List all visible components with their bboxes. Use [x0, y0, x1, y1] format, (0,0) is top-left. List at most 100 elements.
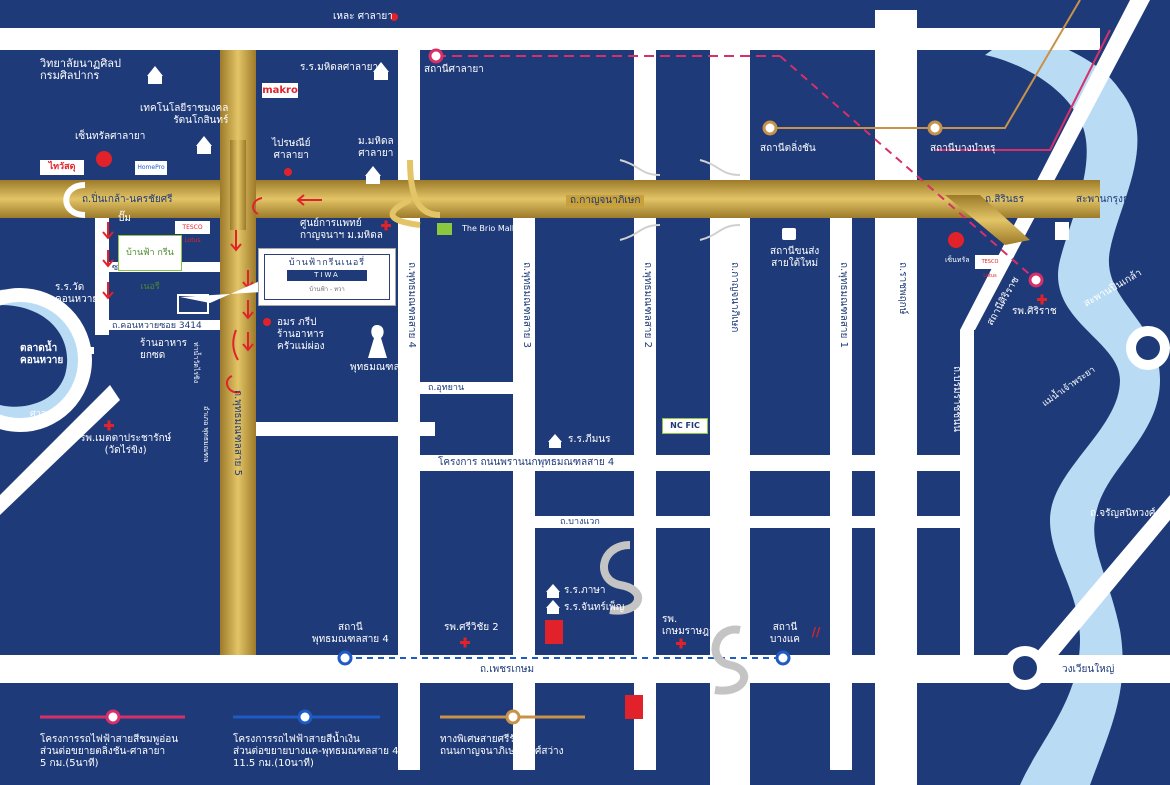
village-green-logo[interactable]: บ้านฟ้า กรีนเนอรี	[118, 235, 182, 292]
direction-arrows	[102, 194, 322, 394]
station-gold-2[interactable]	[927, 120, 943, 136]
road-sala-ya	[0, 28, 1100, 50]
flyover-icon	[600, 541, 749, 695]
road-label-pm5: ถ.พุทธมณฑลสาย 5	[232, 390, 243, 476]
place-label-wat-rai-khing: อำเภอ พุทธมณฑล	[202, 406, 210, 463]
place-label-post: ไปรษณีย์ ศาลายา	[272, 138, 311, 161]
place-label-central-sala-ya: เซ็นทรัลศาลายา	[75, 131, 146, 142]
nc-fic-logo: NC FIC	[662, 418, 708, 434]
road-rama-8	[960, 330, 974, 660]
project-info-box[interactable]: บ้านฟ้ากรีนเนอรี่ TIWA บ้านฟ้า - ทวา	[258, 248, 396, 306]
place-label-khlong-wat: ร.ร.วัด คอนหวาย	[55, 282, 99, 305]
road-phutthamonthon-4	[398, 50, 420, 770]
road-label-wongwian-yai: วงเวียนใหญ่	[1062, 664, 1115, 675]
project-brand: TIWA	[287, 270, 367, 281]
place-label-mahidol-uni: ม.มหิดล ศาลายา	[358, 136, 394, 159]
project-location-marker[interactable]	[177, 294, 209, 314]
legend-pink-text: โครงการรถไฟฟ้าสายสีชมพูอ่อน ส่วนต่อขยายต…	[40, 734, 179, 769]
expressway-borom	[0, 180, 1100, 218]
place-label-ladda: เหละ ศาลายา	[333, 11, 393, 22]
road-label-kanchanaphisek-exp: ถ.กาญจนาภิเษก	[566, 195, 645, 207]
place-label-southern-bus: สถานีขนส่ง สายใต้ใหม่	[770, 246, 820, 269]
homepro-logo: HomePro	[135, 161, 167, 175]
road-label-borom: ถ.บรมราชชนนี	[951, 366, 962, 432]
thaiwatsadu-logo: ไทวัสดุ	[40, 160, 84, 175]
river-chao-phraya	[985, 30, 1160, 785]
station-gold-1[interactable]	[762, 120, 778, 136]
building-icon	[1055, 222, 1069, 240]
road-label-uthayan: ถ.อุทยาน	[428, 383, 465, 393]
place-label-brio-mall: The Brio Mall	[462, 224, 515, 233]
road-diagonal-right	[960, 0, 1150, 330]
place-label-taling-chan-station: สถานีตลิ่งชัน	[760, 143, 816, 154]
road-charan	[1030, 495, 1170, 665]
road-label-pinklao: ถ.ปิ่นเกล้า-นครชัยศรี	[82, 194, 173, 205]
pink-line-diag	[779, 55, 1037, 281]
legend-blue-text: โครงการรถไฟฟ้าสายสีน้ำเงิน ส่วนต่อขยายบา…	[233, 734, 399, 769]
place-label-rajamangala: เทคโนโลยีราชมงคล รัตนโกสินทร์	[140, 103, 229, 126]
legend-gold-text: ทางพิเศษสายศรีรัช ถนนกาญจนาภิเษก-วงศ์สว่…	[440, 734, 564, 757]
station-siriraj[interactable]	[1028, 272, 1044, 288]
poi-dot-ladda	[390, 13, 398, 21]
project-pointer	[180, 280, 262, 303]
makro-logo: makro	[262, 83, 298, 98]
road-label-pm1: ถ.พุทธมณฑลสาย 1	[838, 262, 849, 348]
road-ratchaphruek	[875, 10, 917, 785]
road-label-salathammasop: ถ.ศาลาธรรมสพน์	[598, 35, 674, 46]
legend-pink-station	[105, 709, 121, 725]
road-label-kanchanaphisek: ถ.กาญจนาภิเษก	[729, 262, 740, 333]
expressway-interchange	[389, 159, 441, 228]
place-label-bus-pier: ท่าน้ำวัดไร่ขิง	[192, 342, 200, 384]
place-label-mahidol-college: วิทยาลัยนาฏศิลป กรมศิลปากร	[40, 57, 122, 82]
road-label-sirinthorn: ถ.สิรินธร	[985, 194, 1025, 205]
place-label-school-b: ร.ร.จันทร์เพ็ญ	[564, 602, 625, 613]
tesco-right-logo: TESCO Lotus	[975, 255, 1005, 279]
cart-icon	[84, 347, 94, 354]
place-label-market-road: ร้านอาหาร ยกซด	[140, 338, 188, 361]
place-label-rachawinit: ร.ร.ภีมนร	[568, 434, 611, 445]
road-label-pm3: ถ.พุทธมณฑลสาย 3	[521, 262, 532, 348]
road-chaipruek	[255, 422, 435, 436]
road-phutthamonthon-1	[830, 215, 852, 770]
road-uthayan	[420, 382, 520, 394]
place-label-health-center: ศูนย์การแพทย์ กาญจนาฯ ม.มหิดล	[300, 218, 383, 241]
place-label-mahidol-school: ร.ร.มหิดลศาลายา	[300, 62, 379, 73]
station-phutthamonthon-4[interactable]	[337, 650, 353, 666]
expressway-sirinthorn	[945, 195, 1030, 245]
place-label-rong-phayaban: ร้านอาหาร ครัวแม่ผ่อง	[277, 329, 325, 352]
project-info-frame	[264, 254, 390, 300]
legend-blue-station	[297, 709, 313, 725]
legend-gold-station	[505, 709, 521, 725]
station-sala-ya[interactable]	[428, 48, 444, 64]
bigc-logo-1	[545, 620, 563, 644]
poi-dot-post	[284, 168, 292, 176]
place-label-pump: ปั๊ม	[118, 213, 131, 224]
road-label-project-4: โครงการ ถนนพรานนกพุทธมณฑลสาย 4	[438, 457, 615, 468]
temple-icon	[147, 62, 562, 614]
project-title: บ้านฟ้ากรีนเนอรี่	[288, 258, 366, 268]
road-label-ratchaphruek: ถ.ราชพฤกษ์	[897, 262, 908, 315]
road-phutthamonthon-2	[634, 50, 656, 770]
roundabout-left	[0, 288, 92, 432]
road-borom-left	[95, 215, 109, 335]
station-bang-khae[interactable]	[775, 650, 791, 666]
khlong-left	[0, 289, 83, 423]
bigc-logo-2	[625, 695, 643, 719]
place-label-kasemrad: รพ. เกษมราษฎร์	[662, 614, 715, 637]
expressway-ramp	[230, 140, 246, 230]
homepro-bangkae-logo: //	[805, 624, 827, 640]
road-label-khok-wua: ถ.คอนหวายซอย 3414	[112, 321, 202, 331]
brio-mall-logo	[437, 223, 452, 235]
place-label-bang-bamru: สถานีบางบำหรุ	[930, 143, 996, 154]
gold-line	[770, 0, 1081, 129]
roundabout-wongwian-inner	[1013, 656, 1037, 680]
pink-line-solid	[935, 29, 1111, 151]
road-label-sala-ya: ถ.ศาลายา-นครชัยศรี	[182, 35, 274, 46]
place-label-floating-market: ตลาดน้ำ คอนหวาย	[20, 343, 64, 366]
roundabout-pinklao-inner	[1136, 336, 1160, 360]
place-label-metta-hospital: รพ.เมตตาประชารักษ์ (วัดไร่ขิง)	[80, 433, 172, 456]
place-label-bang-khae: สถานี บางแค	[770, 622, 800, 645]
place-label-temple: ศาลาดิน	[30, 409, 64, 419]
road-phutthamonthon-3	[513, 215, 535, 770]
